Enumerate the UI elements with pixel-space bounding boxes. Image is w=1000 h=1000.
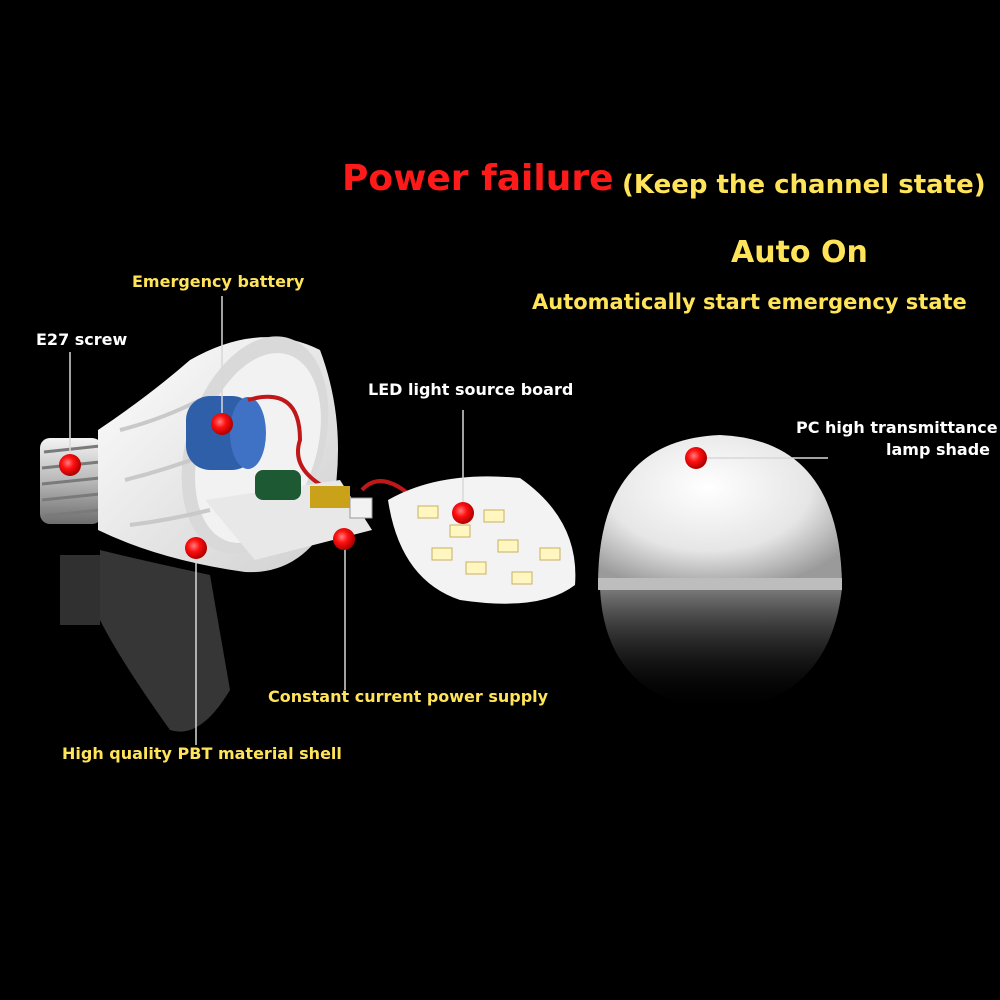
- shade-reflection: [600, 588, 842, 712]
- marker-lamp-shade: [685, 447, 707, 469]
- marker-shell: [185, 537, 207, 559]
- headline-keep-state: (Keep the channel state): [622, 170, 986, 200]
- bulb-reflection: [60, 550, 230, 732]
- marker-battery: [211, 413, 233, 435]
- headline-power-failure: Power failure: [342, 158, 614, 199]
- marker-power-supply: [333, 528, 355, 550]
- label-e27-screw: E27 screw: [36, 330, 128, 349]
- label-power-supply: Constant current power supply: [268, 687, 549, 706]
- label-lamp-shade-line1: PC high transmittance: [796, 418, 998, 437]
- leader-lines: [69, 296, 828, 745]
- marker-e27-screw: [59, 454, 81, 476]
- marker-led-board: [452, 502, 474, 524]
- label-led-board: LED light source board: [368, 380, 574, 399]
- driver-pcb: [205, 470, 373, 560]
- lamp-shade: [598, 435, 842, 590]
- label-emergency-battery: Emergency battery: [132, 272, 305, 291]
- label-lamp-shade-line2: lamp shade: [886, 440, 990, 459]
- led-board: [388, 476, 576, 604]
- led-wires: [360, 479, 412, 497]
- battery-wires: [247, 394, 331, 492]
- headline-auto-on: Auto On: [731, 235, 868, 270]
- label-shell: High quality PBT material shell: [62, 744, 342, 763]
- e27-screw-base: [40, 438, 102, 524]
- headline-auto-start: Automatically start emergency state: [532, 290, 967, 314]
